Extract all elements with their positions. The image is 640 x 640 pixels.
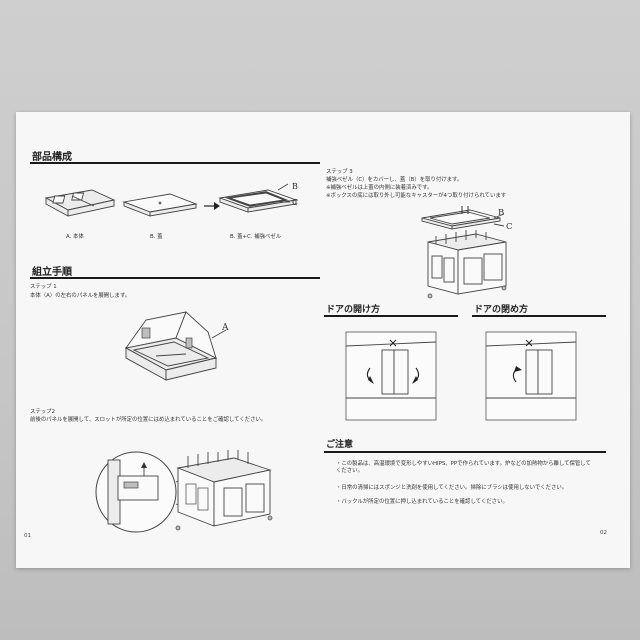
notes-heading-rule [324, 451, 606, 453]
page-number-left: 01 [24, 533, 31, 539]
notes-heading: ご注意 [326, 440, 354, 450]
door-open-illustration [345, 331, 437, 421]
step2-box-illustration [175, 450, 273, 531]
note-item-1: ・この製品は、高温環境で変形しやすいHIPS、PPで作られています。炉などの加熱… [336, 461, 591, 474]
step3-line1: 補強ベゼル（C）をカバーし、蓋（B）を取り付けます。 [326, 177, 463, 183]
step2-slot-detail-illustration [95, 451, 187, 533]
assembly-heading: 組立手順 [32, 267, 72, 278]
step1-title: ステップ 1 [30, 284, 57, 290]
step3-lid-install-illustration [421, 206, 507, 299]
step3-label-markers [493, 213, 505, 227]
arrow-icon [204, 202, 220, 210]
caption-part-a: A. 本体 [66, 234, 84, 240]
parts-heading: 部品構成 [32, 152, 72, 163]
step3-title: ステップ 3 [326, 169, 353, 175]
step1-label-a-marker [211, 329, 227, 339]
step3-label-c: C [506, 222, 513, 232]
step1-text: 本体（A）の左右のパネルを展開します。 [30, 293, 131, 299]
step3-line3: ※ボックスの底には取り外し可能なキャスターが4つ取り付けられています [326, 193, 507, 199]
door-open-heading: ドアの開け方 [326, 305, 381, 315]
step2-title: ステップ2 [30, 409, 55, 415]
step1-label-a: A [222, 323, 229, 333]
page-number-right: 02 [600, 530, 607, 536]
step3-label-b: B [498, 208, 505, 218]
caption-part-bc: B. 蓋+C. 補強ベゼル [230, 234, 282, 240]
note-item-2: ・日常の清掃にはスポンジと洗剤を使用してください。掃除にブラシは使用しないでくだ… [336, 485, 568, 491]
part-b-lid-illustration [122, 193, 198, 217]
parts-heading-rule [30, 162, 320, 164]
door-close-heading: ドアの閉め方 [474, 305, 529, 315]
step2-text: 前後のパネルを展開して、スロットが所定の位置にはめ込まれていることをご確認してく… [30, 417, 267, 423]
label-c-part-marker [280, 201, 290, 203]
caption-part-b: B. 蓋 [150, 234, 163, 240]
part-bc-lid-bezel-illustration [218, 189, 298, 213]
label-b-part-marker [277, 183, 289, 191]
step3-line2: ※補強ベゼルは上蓋の内側に装着済みです。 [326, 185, 433, 191]
door-open-rule [324, 315, 458, 317]
note-item-3: ・バックルが所定の位置に押し込まれていることを確認してください。 [336, 499, 508, 505]
part-a-body-illustration [44, 189, 116, 217]
door-close-illustration [485, 331, 577, 421]
label-b-parts: B [292, 182, 298, 191]
instruction-sheet: 部品構成 A. 本体 B. 蓋 B C B. 蓋+C. 補強ベゼル [16, 112, 630, 568]
step1-unfold-illustration [124, 311, 218, 381]
door-close-rule [472, 315, 606, 317]
assembly-heading-rule [30, 277, 320, 279]
label-c-parts: C [292, 198, 299, 207]
